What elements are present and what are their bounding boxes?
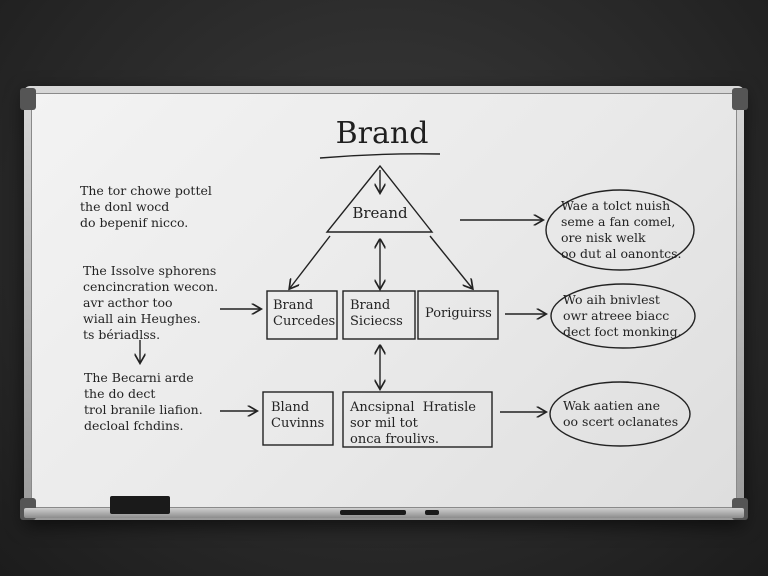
frame-corner xyxy=(20,88,36,110)
arrow xyxy=(429,235,472,288)
box-label: Brand Siciecss xyxy=(350,298,403,329)
marker-cap[interactable] xyxy=(425,510,439,515)
brand-triangle xyxy=(325,164,434,233)
box-brand-curcedes xyxy=(266,290,338,340)
triangle-label: Breand xyxy=(352,204,408,222)
note-bubble xyxy=(549,381,691,447)
eraser[interactable] xyxy=(110,496,170,514)
box-label: Brand Curcedes xyxy=(273,298,336,329)
right-note-3: Wak aatien ane oo scert oclanates xyxy=(563,398,679,429)
right-note-2: Wo aih bnivlest owr atreee biacc dect fo… xyxy=(563,292,682,339)
arrow xyxy=(290,235,331,288)
title-underline xyxy=(319,153,441,159)
note-bubble xyxy=(550,283,696,349)
right-note-1: Wae a tolct nuish seme a fan comel, ore … xyxy=(561,198,682,261)
box-poriguirss xyxy=(417,290,499,340)
left-note-1: The tor chowe pottel the donl wocd do be… xyxy=(80,183,212,230)
box-brand-siciecss xyxy=(342,290,416,340)
left-note-3: The Becarni arde the do dect trol branil… xyxy=(84,370,203,433)
box-label: Poriguirss xyxy=(425,306,492,321)
whiteboard-frame xyxy=(24,86,744,520)
box-label: Ancsipnal Hratisle sor mil tot onca frou… xyxy=(350,400,476,447)
box-label: Bland Cuvinns xyxy=(271,400,325,431)
note-bubble xyxy=(545,189,695,271)
box-bland-cuvinns xyxy=(262,391,334,446)
marker[interactable] xyxy=(340,510,406,515)
whiteboard-surface xyxy=(31,93,737,508)
box-ancsipnal xyxy=(342,391,493,448)
frame-corner xyxy=(732,88,748,110)
left-note-2: The Issolve sphorens cencincration wecon… xyxy=(83,263,219,342)
board-title: Brand xyxy=(335,116,429,151)
